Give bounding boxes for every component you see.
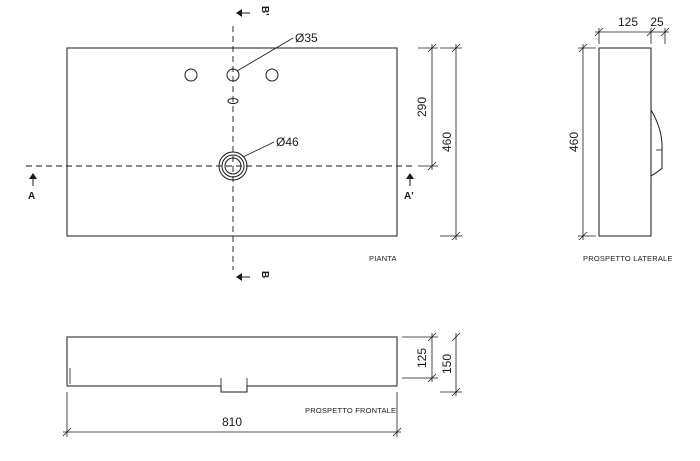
drain-mid — [221, 154, 245, 178]
dimension-125-front-label: 125 — [415, 348, 429, 368]
dimension-290-label: 290 — [415, 97, 429, 117]
drain-label: Ø46 — [276, 135, 299, 149]
section-a-right-marker: A' — [404, 173, 414, 202]
front-view: 125 150 PROSPETTO FRONTALE 810 — [62, 332, 462, 437]
section-b-top-label: B' — [259, 6, 270, 16]
dimension-460-side-label: 460 — [567, 132, 581, 152]
section-a-left-label: A — [28, 191, 35, 202]
drain-leader — [242, 141, 275, 158]
dimension-125-side-label: 125 — [618, 15, 638, 29]
drain-outer — [218, 151, 248, 181]
dimension-150-front: 150 — [440, 332, 462, 397]
side-profile-curve — [650, 109, 663, 177]
front-outline — [66, 336, 398, 393]
tap-hole-label: Ø35 — [295, 31, 318, 45]
section-a-right-label: A' — [404, 191, 414, 202]
section-b-bottom-label: B — [259, 271, 270, 278]
front-view-label: PROSPETTO FRONTALE — [305, 406, 396, 415]
dimension-810: 810 — [62, 392, 402, 437]
side-view: 125 25 460 PROSPETTO LATERALE — [567, 15, 673, 263]
dimension-125-front: 125 — [402, 332, 438, 383]
dimension-460-plan-label: 460 — [440, 132, 454, 152]
section-b-top-marker: B' — [236, 6, 270, 17]
section-a-left-marker: A — [28, 173, 37, 202]
section-b-bottom-marker: B — [236, 271, 270, 281]
dimension-150-front-label: 150 — [440, 354, 454, 374]
dimension-460-side: 460 — [567, 43, 596, 241]
dimension-810-label: 810 — [222, 415, 242, 429]
drain-inner — [224, 157, 242, 175]
plan-outline — [66, 47, 398, 237]
tap-hole — [226, 68, 240, 82]
dimension-290: 290 — [415, 43, 438, 171]
side-hole-right — [265, 68, 279, 82]
side-outline — [598, 47, 652, 237]
dimension-side-top: 125 25 — [594, 15, 670, 44]
tap-hole-leader — [236, 37, 294, 72]
plan-view-label: PIANTA — [369, 254, 397, 263]
side-hole-left — [184, 68, 198, 82]
overflow-slot — [227, 98, 239, 104]
plan-view: Ø35 Ø46 A A' B' B — [26, 6, 462, 281]
side-view-label: PROSPETTO LATERALE — [583, 254, 673, 263]
dimension-460-plan: 460 — [440, 43, 462, 241]
dimension-25-side-label: 25 — [650, 15, 664, 29]
